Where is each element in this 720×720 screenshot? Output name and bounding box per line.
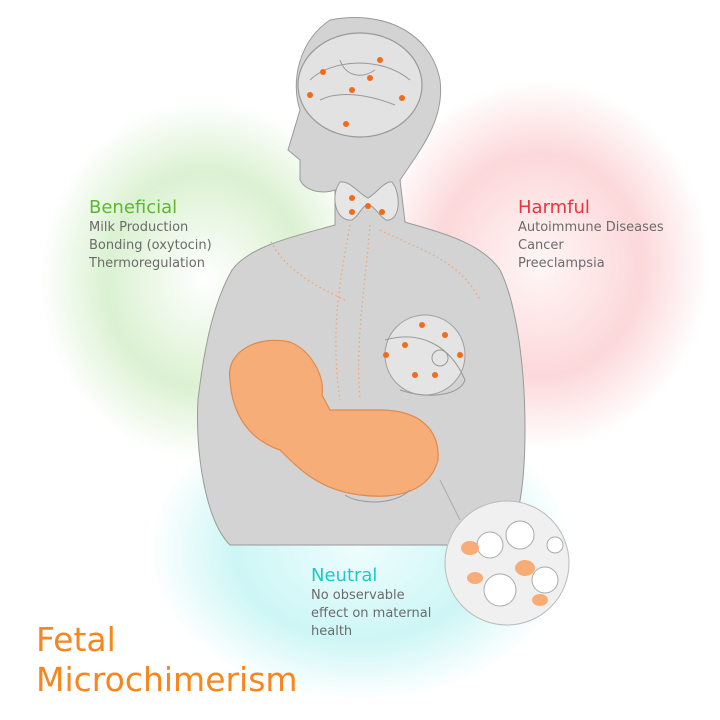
neutral-item: effect on maternal bbox=[311, 606, 432, 621]
cell-trail bbox=[269, 224, 481, 401]
harmful-item: Cancer bbox=[518, 238, 564, 253]
harmful-item: Preeclampsia bbox=[518, 256, 605, 271]
main-title: Fetal Microchimerism bbox=[36, 620, 298, 700]
beneficial-item: Milk Production bbox=[89, 220, 189, 235]
harmful-title: Harmful bbox=[518, 197, 590, 218]
title-line-1: Fetal bbox=[36, 620, 116, 659]
beneficial-group: Beneficial Milk Production Bonding (oxyt… bbox=[89, 197, 212, 273]
harmful-group: Harmful Autoimmune Diseases Cancer Preec… bbox=[518, 197, 664, 273]
title-line-2: Microchimerism bbox=[36, 660, 298, 699]
fetal-cell-dots bbox=[307, 57, 463, 378]
brain-icon bbox=[297, 32, 423, 138]
neutral-item: health bbox=[311, 624, 353, 639]
mammary-gland-icon bbox=[384, 314, 466, 396]
mother-hand bbox=[344, 489, 411, 503]
beneficial-item: Bonding (oxytocin) bbox=[89, 238, 212, 253]
neutral-item: No observable bbox=[311, 588, 405, 603]
baby-silhouette bbox=[229, 339, 439, 497]
neutral-title: Neutral bbox=[311, 565, 378, 586]
beneficial-item: Thermoregulation bbox=[89, 256, 205, 271]
neutral-group: Neutral No observable effect on maternal… bbox=[311, 565, 431, 641]
harmful-item: Autoimmune Diseases bbox=[518, 220, 664, 235]
cell-inset-icon bbox=[444, 500, 570, 626]
beneficial-title: Beneficial bbox=[89, 197, 178, 218]
